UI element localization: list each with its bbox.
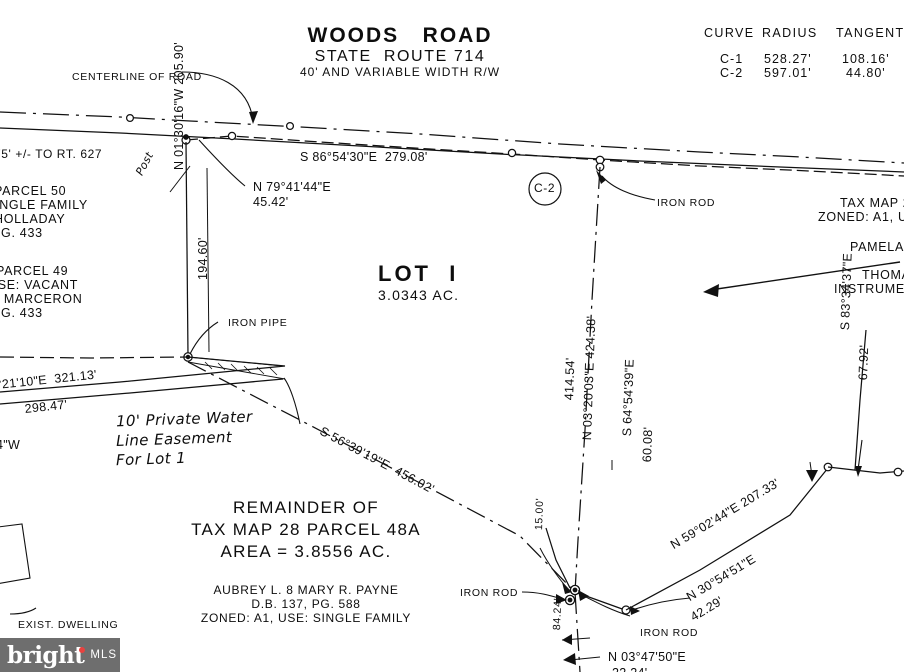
iron-rod-top-leader bbox=[601, 175, 656, 201]
iron-pipe-leader bbox=[189, 321, 219, 355]
far-east-leader bbox=[857, 439, 863, 471]
se2-leader bbox=[631, 597, 691, 611]
northeast-line bbox=[625, 467, 829, 611]
iron-rod-top-label: IRON ROD bbox=[657, 197, 716, 209]
curve-table-header-curve: CURVE bbox=[704, 26, 755, 40]
bearing-road-short: N 79°41'44"E bbox=[253, 180, 331, 194]
west-boundary bbox=[185, 141, 189, 357]
centerline-of-road-label: CENTERLINE OF ROAD bbox=[72, 71, 202, 83]
bearing-far-east-dist: 67.92' bbox=[856, 344, 872, 381]
bearing-southwest-tail: 4"W bbox=[0, 438, 21, 452]
curve-marker-c2-label: C-2 bbox=[534, 181, 556, 195]
curve-table-row-c1-tangent: 108.16' bbox=[842, 52, 890, 66]
southeast-line bbox=[574, 591, 626, 611]
adjoiner-left-bottom-deed: PG. 433 bbox=[0, 306, 43, 320]
easement-band2 bbox=[187, 361, 286, 380]
remainder-owner: AUBREY L. 8 MARY R. PAYNE bbox=[213, 583, 399, 597]
bearing-road-main: S 86°54'30"E 279.08' bbox=[300, 150, 428, 164]
adjoiner-left-top-deed: PG. 433 bbox=[0, 226, 43, 240]
bottom-bearing-leader bbox=[569, 656, 601, 661]
bearing-far-east: S 83°34'37"E bbox=[838, 252, 855, 331]
adjoiner-right-line2: ZONED: A1, U bbox=[818, 210, 904, 224]
dim-84-24-label: 84.24' bbox=[551, 597, 565, 631]
central-boundary-lower bbox=[574, 591, 581, 672]
adjoiner-left-top-owner: HOLLADAY bbox=[0, 212, 66, 226]
exist-dwelling-label: EXIST. DWELLING bbox=[18, 619, 119, 631]
easement-note-line3: For Lot 1 bbox=[115, 448, 187, 470]
to-route-627-label: 75' +/- TO RT. 627 bbox=[0, 147, 103, 161]
easement-note-line1: 10' Private Water bbox=[115, 407, 253, 431]
easement-leader bbox=[283, 377, 301, 425]
bearing-road-short-dist: 45.42' bbox=[253, 195, 289, 209]
remainder-zoning: ZONED: A1, USE: SINGLE FAMILY bbox=[200, 611, 412, 625]
iron-rod-left-label: IRON ROD bbox=[460, 587, 519, 599]
lot-frontage bbox=[185, 135, 904, 177]
lot-label: LOT I bbox=[378, 261, 459, 286]
iron-rod-right-label: IRON ROD bbox=[640, 627, 699, 639]
bearing-southeast2: N 30°54'51"E bbox=[684, 551, 759, 605]
easement-note-line2: Line Easement bbox=[115, 427, 233, 451]
dwelling-leader bbox=[9, 607, 37, 615]
adjoiner-right-line4: THOMAS bbox=[862, 268, 904, 282]
adjoiner-left-top-use: SINGLE FAMILY bbox=[0, 198, 88, 212]
adjoiner-left-bottom-owner: D MARCERON bbox=[3, 292, 83, 306]
far-east-line bbox=[827, 466, 904, 474]
bearing-bottom-dist2: 22.24' bbox=[612, 666, 647, 672]
adjoiner-left-top-parcel: PARCEL 50 bbox=[0, 184, 67, 198]
bearing-diagonal: S 56°39'19"E 456.02' bbox=[317, 424, 437, 497]
bearing-central: N 03°20'03"E 424.38' bbox=[580, 315, 599, 441]
curve-table-row-c2-radius: 597.01' bbox=[764, 66, 812, 80]
post-label: Post bbox=[133, 149, 157, 178]
curve-table-row-c2-curve: C-2 bbox=[720, 66, 744, 80]
lot-area: 3.0343 AC. bbox=[378, 287, 460, 303]
remainder-line1: REMAINDER OF bbox=[233, 498, 379, 517]
watermark-suffix: MLS bbox=[90, 649, 118, 661]
bearing-southwest-dist: 298.47' bbox=[24, 397, 68, 416]
curve-table-row-c2-tangent: 44.80' bbox=[846, 66, 886, 80]
adjoiner-right-line1: TAX MAP 2 bbox=[840, 196, 904, 210]
road-title: WOODS ROAD bbox=[307, 24, 493, 47]
road-width: 40' AND VARIABLE WIDTH R/W bbox=[299, 65, 501, 79]
iron-rod-right-leader bbox=[579, 593, 631, 617]
adjoiner-right-line5: INSTRUMEN bbox=[834, 282, 904, 296]
bearing-bottom: N 03°47'50"E bbox=[608, 650, 686, 664]
adjoiner-left-bottom-use: USE: VACANT bbox=[0, 278, 79, 292]
remainder-line3: AREA = 3.8556 AC. bbox=[220, 542, 392, 561]
road-route: STATE ROUTE 714 bbox=[314, 48, 486, 65]
bearing-west-dist2: 194.60' bbox=[196, 237, 210, 280]
row-arrow-down bbox=[809, 461, 813, 477]
dim-84-24 bbox=[561, 637, 591, 641]
short-15-line bbox=[545, 527, 571, 589]
iron-pipe-label: IRON PIPE bbox=[228, 317, 288, 329]
watermark-brand: bright bbox=[7, 641, 85, 669]
bearing-west: N 01°30'16"W 205.90' bbox=[172, 42, 186, 170]
adjoiner-left-bottom-parcel: PARCEL 49 bbox=[0, 264, 69, 278]
curve-table-header-radius: RADIUS bbox=[762, 26, 818, 40]
watermark-dot-icon bbox=[79, 647, 86, 653]
southwest-boundary-a bbox=[0, 356, 189, 359]
curve-table-row-c1-radius: 528.27' bbox=[764, 52, 812, 66]
short15-leader bbox=[539, 547, 569, 590]
remainder-deed: D.B. 137, PG. 588 bbox=[251, 597, 361, 611]
dim-15-label: 15.00' bbox=[533, 497, 547, 531]
curve-table-header-tangent: TANGENT bbox=[836, 26, 904, 40]
easement-band bbox=[187, 356, 284, 367]
bearing-east-short: S 64°54'39"E bbox=[620, 358, 637, 437]
bearing-central-dist: 414.54' bbox=[562, 357, 578, 401]
curve-table-row-c1-curve: C-1 bbox=[720, 52, 744, 66]
bearing-southwest: °21'10"E 321.13' bbox=[0, 367, 98, 392]
remainder-line2: TAX MAP 28 PARCEL 48A bbox=[191, 520, 421, 539]
bearing-east-short-dist: 60.08' bbox=[640, 426, 656, 463]
exist-dwelling-outline bbox=[0, 523, 31, 584]
adjoiner-right-line3: PAMELA bbox=[850, 240, 904, 254]
bright-mls-watermark: bright MLS bbox=[0, 638, 120, 672]
road-bearing-leader bbox=[198, 139, 246, 187]
road-centerline bbox=[0, 111, 904, 164]
bearing-southeast: N 59°02'44"E 207.33' bbox=[668, 475, 782, 553]
easement-hatching bbox=[204, 361, 278, 376]
